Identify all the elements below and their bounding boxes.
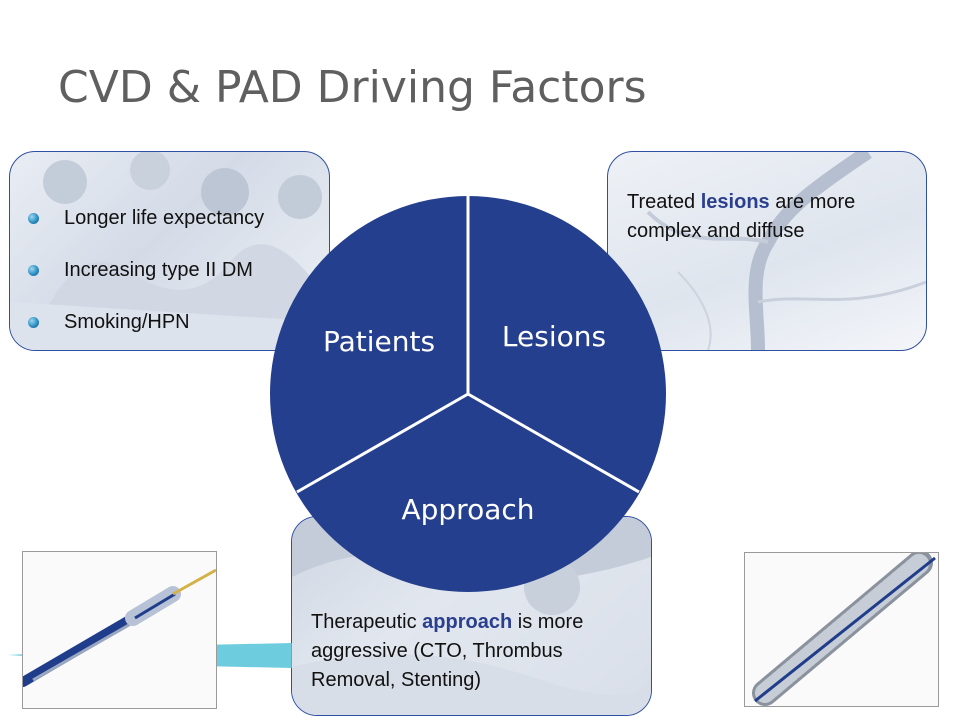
approach-panel: Therapeutic approach is more aggressive … xyxy=(291,516,652,716)
pie-segment-approach: Approach xyxy=(401,493,534,526)
patients-bullet-list: Longer life expectancy Increasing type I… xyxy=(28,192,264,348)
approach-text-before: Therapeutic xyxy=(311,611,423,633)
approach-text: Therapeutic approach is more aggressive … xyxy=(311,608,641,695)
balloon-catheter-image xyxy=(22,551,217,709)
stent-image xyxy=(744,552,939,707)
angiogram-background xyxy=(646,152,926,350)
pie-segment-lesions: Lesions xyxy=(502,320,606,353)
list-item: Longer life expectancy xyxy=(28,192,264,244)
pie-divider-right xyxy=(467,392,640,494)
pie-segment-patients: Patients xyxy=(323,325,435,358)
lesions-text: Treated lesions are more complex and dif… xyxy=(627,188,917,246)
bullet-text: Smoking/HPN xyxy=(64,310,190,333)
lesions-panel: Treated lesions are more complex and dif… xyxy=(607,151,927,351)
bullet-icon xyxy=(28,212,39,224)
lesions-highlight: lesions xyxy=(700,191,770,213)
lesions-text-before: Treated xyxy=(627,191,701,213)
lesions-text-after: are more complex and diffuse xyxy=(627,191,856,242)
patients-panel: Longer life expectancy Increasing type I… xyxy=(9,151,330,351)
pie-divider-left xyxy=(296,392,469,494)
bullet-text: Increasing type II DM xyxy=(64,258,253,281)
approach-text-after: is more aggressive (CTO, Thrombus Remova… xyxy=(311,611,584,691)
factors-pie-diagram: Patients Lesions Approach xyxy=(270,196,666,592)
bullet-text: Longer life expectancy xyxy=(64,206,265,229)
bullet-icon xyxy=(28,316,39,328)
people-photo-background xyxy=(10,152,329,350)
approach-highlight: approach xyxy=(422,611,513,633)
list-item: Increasing type II DM xyxy=(28,244,264,296)
catheter-illustration xyxy=(23,568,216,687)
slide-title: CVD & PAD Driving Factors xyxy=(58,62,647,113)
bullet-icon xyxy=(28,264,39,276)
stent-illustration xyxy=(752,553,936,706)
list-item: Smoking/HPN xyxy=(28,296,264,348)
